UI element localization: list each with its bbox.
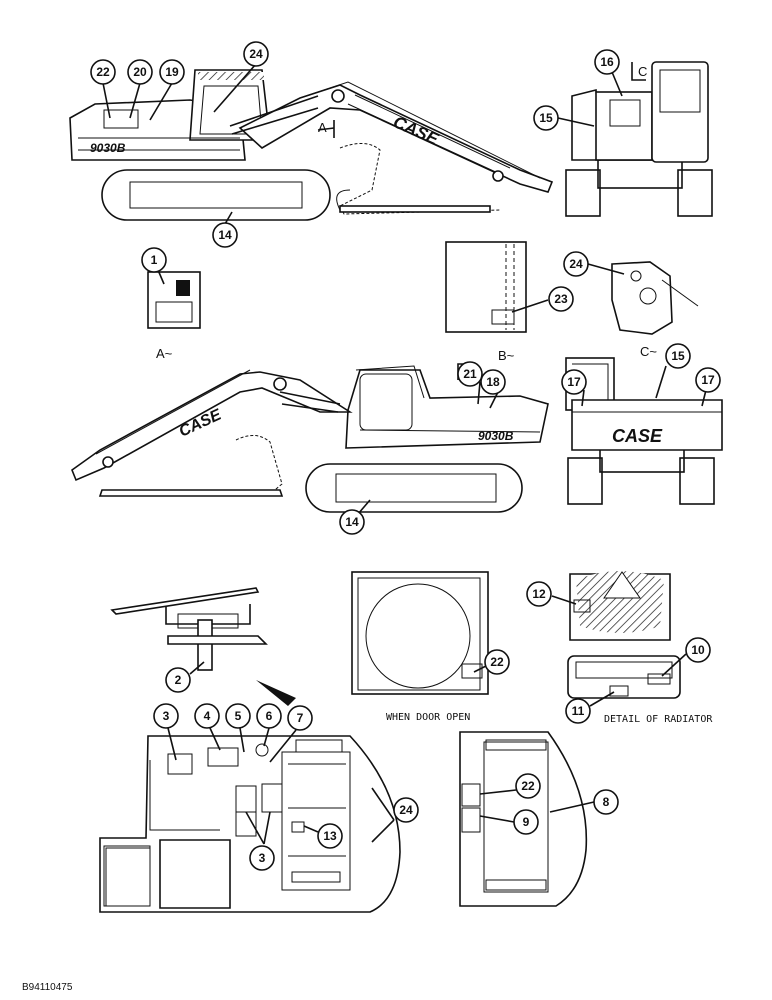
callout-3-bottom: 3 [249,845,275,871]
counterweight-model-decal: 9030B [90,141,126,155]
view-arrow-a-label: A [318,120,327,135]
svg-text:17: 17 [701,373,715,387]
top-view-upper-structure [99,735,401,913]
svg-text:24: 24 [399,803,413,817]
svg-text:2: 2 [175,673,182,687]
svg-text:24: 24 [249,47,263,61]
note-detail-of-radiator: DETAIL OF RADIATOR [604,714,713,725]
svg-text:22: 22 [521,779,535,793]
svg-text:14: 14 [345,515,359,529]
callout-18: 18 [480,369,506,395]
svg-text:8: 8 [603,795,610,809]
callout-22-door: 22 [484,649,510,675]
callout-14-mid: 14 [339,509,365,535]
callout-12: 12 [526,581,552,607]
svg-text:3: 3 [259,851,266,865]
callout-11: 11 [565,698,591,724]
note-when-door-open: WHEN DOOR OPEN [386,712,470,723]
mounting-bracket-detail [110,587,268,671]
svg-text:15: 15 [539,111,553,125]
svg-text:16: 16 [600,55,614,69]
svg-text:15: 15 [671,349,685,363]
callout-19: 19 [159,59,185,85]
svg-text:9: 9 [523,815,530,829]
leader-lines [102,63,707,845]
callout-24-bottom: 24 [393,797,419,823]
svg-text:11: 11 [572,704,585,718]
callout-15-front: 15 [533,105,559,131]
callout-20: 20 [127,59,153,85]
svg-text:12: 12 [532,587,546,601]
svg-text:20: 20 [133,65,147,79]
callout-14-top: 14 [212,222,238,248]
callout-8: 8 [593,789,619,815]
figure-id: B94110475 [22,982,73,993]
callout-23: 23 [548,286,574,312]
excavator-front-view: C [565,61,713,217]
boom-brand-decal: CASE [390,112,441,149]
excavator-rear-view: CASE C~ [565,344,723,505]
callout-17-right: 17 [695,367,721,393]
svg-text:24: 24 [569,257,583,271]
callout-21: 21 [457,361,483,387]
view-b-detail: B~ [445,241,527,363]
view-a-label: A~ [156,346,173,361]
callout-2: 2 [165,667,191,693]
svg-text:21: 21 [463,367,477,381]
callout-10: 10 [685,637,711,663]
svg-text:14: 14 [218,228,232,242]
svg-text:23: 23 [554,292,568,306]
callout-22-bottom: 22 [515,773,541,799]
excavator-side-view-right: CASE 9030B B [71,363,549,513]
bracket-detail [611,261,699,335]
svg-text:6: 6 [266,709,273,723]
callout-3-top: 3 [153,703,179,729]
radiator-detail: DETAIL OF RADIATOR [567,571,713,725]
excavator-side-view-left: CASE 9030B A [69,69,554,221]
svg-text:4: 4 [204,709,211,723]
svg-text:7: 7 [297,711,304,725]
callout-17-left: 17 [561,369,587,395]
svg-text:1: 1 [151,253,158,267]
callout-15-rear: 15 [665,343,691,369]
callout-1: 1 [141,247,167,273]
callout-24-top: 24 [243,41,269,67]
direction-wedge [256,680,296,706]
view-arrow-c-label: C [638,64,647,79]
view-b-label: B~ [498,348,515,363]
callout-5: 5 [225,703,251,729]
svg-text:19: 19 [165,65,179,79]
svg-text:22: 22 [96,65,110,79]
svg-text:17: 17 [567,375,581,389]
svg-text:10: 10 [691,643,705,657]
door-open-panel: WHEN DOOR OPEN [351,571,489,723]
rear-brand-decal: CASE [612,426,663,446]
svg-text:3: 3 [163,709,170,723]
counterweight-model-decal-2: 9030B [478,429,514,443]
callout-24-detail: 24 [563,251,589,277]
callout-13: 13 [317,823,343,849]
svg-text:13: 13 [323,829,337,843]
callout-6: 6 [256,703,282,729]
view-a-detail: A~ [147,271,201,361]
callout-22-top: 22 [90,59,116,85]
svg-text:22: 22 [490,655,504,669]
svg-text:5: 5 [235,709,242,723]
callout-4: 4 [194,703,220,729]
callout-9: 9 [513,809,539,835]
svg-text:18: 18 [486,375,500,389]
view-c-label: C~ [640,344,657,359]
callout-7: 7 [287,705,313,731]
callout-16: 16 [594,49,620,75]
